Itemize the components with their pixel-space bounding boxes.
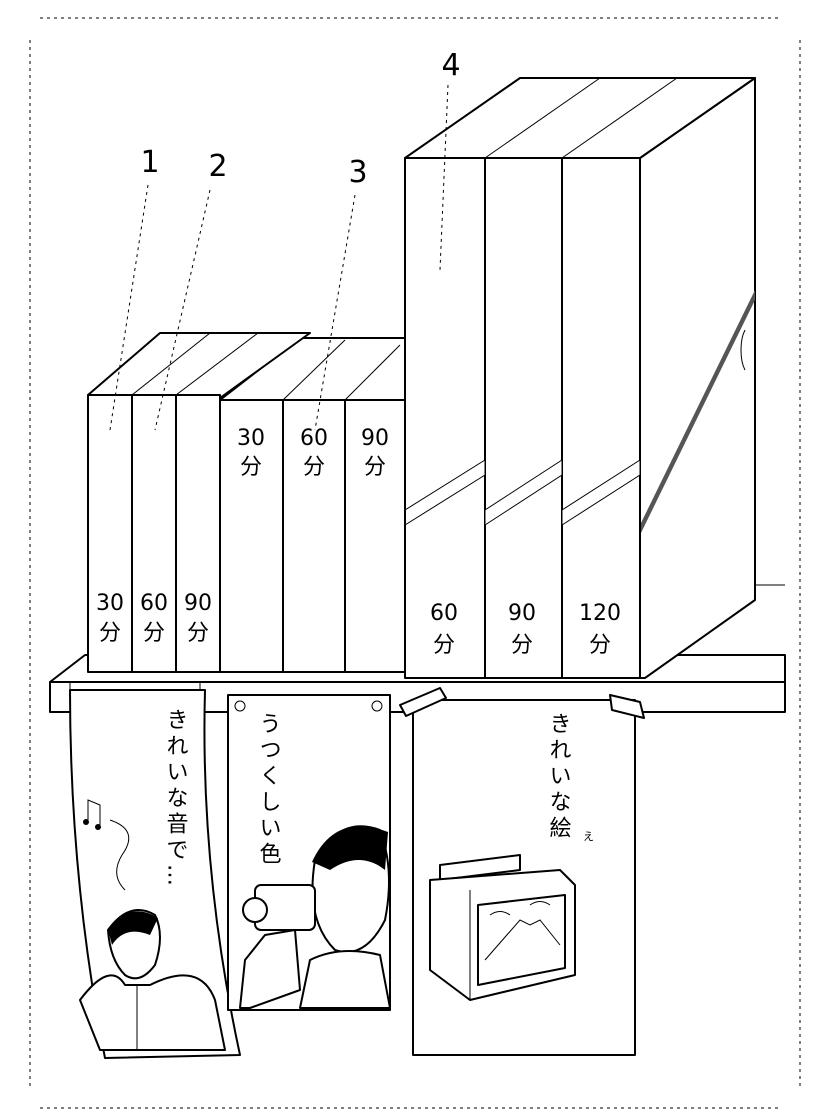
poster-picture-text: きれいな絵 bbox=[546, 712, 572, 842]
small-box-2-minutes: 60 bbox=[140, 591, 168, 616]
medium-box-3-unit: 分 bbox=[364, 455, 386, 480]
small-box-3-minutes: 90 bbox=[184, 591, 212, 616]
poster-picture-ruby: え bbox=[583, 830, 594, 843]
medium-box-2-unit: 分 bbox=[303, 455, 325, 480]
poster-sound-text: きれいな音で… bbox=[163, 708, 188, 890]
small-box-1-unit: 分 bbox=[99, 621, 121, 646]
small-box-group bbox=[87, 332, 311, 673]
poster-sound: きれいな音で… bbox=[69, 689, 241, 1059]
group-number-3: 3 bbox=[348, 155, 367, 190]
television-icon bbox=[429, 854, 576, 1001]
frame-dashes bbox=[29, 17, 801, 1109]
person-with-camcorder bbox=[239, 825, 391, 1009]
large-box-1-unit: 分 bbox=[433, 633, 455, 658]
poster-color-text: うつくしい色 bbox=[256, 712, 282, 868]
medium-box-1-unit: 分 bbox=[240, 455, 262, 480]
poster-picture: きれいな絵 え bbox=[399, 687, 645, 1056]
group-number-1: 1 bbox=[140, 145, 159, 180]
listening-person bbox=[79, 909, 226, 1051]
medium-box-1-minutes: 30 bbox=[237, 426, 265, 451]
large-box-3-unit: 分 bbox=[589, 633, 611, 658]
small-box-3-unit: 分 bbox=[187, 621, 209, 646]
medium-box-3-minutes: 90 bbox=[361, 426, 389, 451]
large-box-2-minutes: 90 bbox=[508, 601, 536, 626]
music-note-icon bbox=[83, 799, 130, 891]
large-box-3-minutes: 120 bbox=[579, 601, 621, 626]
large-box-2-unit: 分 bbox=[511, 633, 533, 658]
medium-box-2-minutes: 60 bbox=[300, 426, 328, 451]
group-number-4: 4 bbox=[441, 48, 460, 83]
poster-color: うつくしい色 bbox=[227, 694, 391, 1011]
small-box-2-unit: 分 bbox=[143, 621, 165, 646]
medium-box-group bbox=[219, 337, 406, 673]
group-number-2: 2 bbox=[208, 149, 227, 184]
small-box-1-minutes: 30 bbox=[96, 591, 124, 616]
large-box-group bbox=[404, 77, 756, 679]
large-box-1-minutes: 60 bbox=[430, 601, 458, 626]
